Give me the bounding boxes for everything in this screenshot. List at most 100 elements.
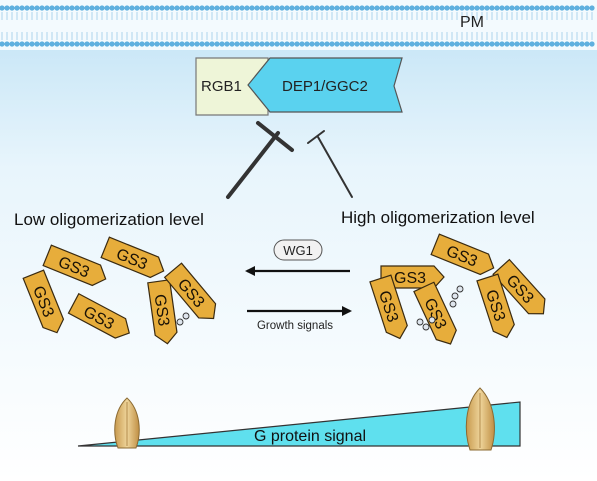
signal-wedge	[77, 401, 521, 447]
membrane-bead-bottom	[49, 41, 55, 47]
membrane-bead-top	[79, 5, 85, 11]
membrane-bead-bottom	[559, 41, 565, 47]
membrane-bead-bottom	[429, 41, 435, 47]
membrane-bead-top	[54, 5, 60, 11]
membrane-bead-bottom	[439, 41, 445, 47]
membrane-bead-top	[374, 5, 380, 11]
membrane-bead-bottom	[409, 41, 415, 47]
membrane-bead-bottom	[399, 41, 405, 47]
membrane-bead-bottom	[384, 41, 390, 47]
membrane-bead-top	[259, 5, 265, 11]
gs3-shape	[147, 279, 178, 345]
modification-dot	[451, 292, 459, 300]
weak-inhibition-bar	[307, 130, 325, 144]
modification-dot	[176, 318, 184, 326]
membrane-bead-top	[364, 5, 370, 11]
membrane-bead-bottom	[9, 41, 15, 47]
membrane-bead-bottom	[564, 41, 570, 47]
membrane-bead-bottom	[19, 41, 25, 47]
membrane-bead-top	[199, 5, 205, 11]
membrane-bead-top	[394, 5, 400, 11]
membrane-bead-top	[89, 5, 95, 11]
membrane-bead-top	[489, 5, 495, 11]
membrane-bead-bottom	[239, 41, 245, 47]
membrane-bead-top	[549, 5, 555, 11]
membrane-bead-top	[19, 5, 25, 11]
membrane-bead-bottom	[509, 41, 515, 47]
membrane-bead-bottom	[449, 41, 455, 47]
membrane-bead-top	[314, 5, 320, 11]
gs3-shape	[492, 258, 546, 315]
gs3-protein: GS3	[476, 273, 515, 339]
growth-signals-arrow: Growth signals	[247, 306, 352, 332]
dep1-ggc2-label: DEP1/GGC2	[282, 78, 368, 95]
membrane-bead-top	[249, 5, 255, 11]
membrane-bead-bottom	[264, 41, 270, 47]
membrane-bead-top	[349, 5, 355, 11]
membrane-bead-top	[159, 5, 165, 11]
membrane-bead-top	[359, 5, 365, 11]
membrane-bead-top	[494, 5, 500, 11]
membrane-bead-bottom	[569, 41, 575, 47]
membrane-bead-top	[149, 5, 155, 11]
growth-signals-label: Growth signals	[257, 320, 333, 332]
membrane-bead-bottom	[244, 41, 250, 47]
membrane-bead-top	[59, 5, 65, 11]
membrane-bead-bottom	[524, 41, 530, 47]
membrane-bead-bottom	[529, 41, 535, 47]
gs3-shape	[163, 262, 217, 320]
membrane-bead-bottom	[534, 41, 540, 47]
gs3-shape	[430, 233, 495, 276]
membrane-bead-bottom	[34, 41, 40, 47]
membrane-bead-top	[499, 5, 505, 11]
membrane-bead-top	[74, 5, 80, 11]
membrane-bead-bottom	[234, 41, 240, 47]
membrane-bead-bottom	[214, 41, 220, 47]
modification-dot	[428, 316, 436, 324]
membrane-bead-bottom	[144, 41, 150, 47]
membrane-bead-top	[284, 5, 290, 11]
membrane-bead-top	[39, 5, 45, 11]
membrane-bead-bottom	[339, 41, 345, 47]
g-protein-complex: RGB1 DEP1/GGC2	[195, 57, 403, 116]
rgb1-box	[195, 57, 269, 116]
membrane-bead-top	[264, 5, 270, 11]
gs3-shape	[369, 274, 408, 340]
membrane-bead-top	[504, 5, 510, 11]
membrane-bead-bottom	[64, 41, 70, 47]
membrane-bead-top	[344, 5, 350, 11]
membrane-bead-top	[424, 5, 430, 11]
gs3-shape	[22, 269, 65, 334]
membrane-bead-bottom	[354, 41, 360, 47]
membrane-bead-bottom	[54, 41, 60, 47]
membrane-bead-bottom	[69, 41, 75, 47]
membrane-bead-bottom	[444, 41, 450, 47]
membrane-bead-top	[584, 5, 590, 11]
membrane-bead-bottom	[139, 41, 145, 47]
membrane-bead-top	[244, 5, 250, 11]
membrane-bead-top	[459, 5, 465, 11]
membrane-bead-bottom	[114, 41, 120, 47]
membrane-bead-bottom	[519, 41, 525, 47]
membrane-bead-top	[129, 5, 135, 11]
membrane-bead-top	[484, 5, 490, 11]
membrane-bead-top	[409, 5, 415, 11]
wg1-badge	[273, 239, 323, 261]
membrane-bead-bottom	[549, 41, 555, 47]
modification-dot	[456, 285, 464, 293]
membrane-bead-top	[529, 5, 535, 11]
membrane-bead-top	[104, 5, 110, 11]
membrane-bead-bottom	[84, 41, 90, 47]
membrane-bead-top	[124, 5, 130, 11]
membrane-bead-top	[164, 5, 170, 11]
membrane-bead-bottom	[434, 41, 440, 47]
membrane-bead-bottom	[149, 41, 155, 47]
membrane-bead-top	[414, 5, 420, 11]
modification-dot	[416, 318, 424, 326]
membrane-bead-top	[429, 5, 435, 11]
membrane-bead-bottom	[39, 41, 45, 47]
membrane-bead-bottom	[74, 41, 80, 47]
membrane-bead-bottom	[89, 41, 95, 47]
membrane-bead-top	[354, 5, 360, 11]
membrane-bead-top	[279, 5, 285, 11]
